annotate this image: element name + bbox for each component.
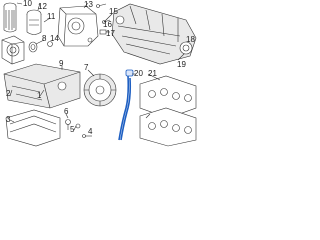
oil-filter-housing bbox=[57, 5, 99, 47]
filter-housing-cap bbox=[26, 9, 42, 35]
intake-gasket bbox=[139, 107, 197, 147]
callout-3: 3 bbox=[6, 115, 11, 124]
oil-cooler-assembly bbox=[1, 35, 25, 65]
oil-pan-upper bbox=[3, 63, 81, 109]
bolt bbox=[96, 3, 107, 8]
leader-lines bbox=[9, 2, 185, 131]
callout-4: 4 bbox=[88, 127, 93, 136]
seal-ring bbox=[28, 41, 38, 53]
callout-19: 19 bbox=[177, 60, 186, 69]
callout-8: 8 bbox=[42, 34, 47, 43]
callout-20: 20 bbox=[134, 69, 143, 78]
callout-9: 9 bbox=[59, 59, 64, 68]
crankshaft-pulley bbox=[83, 73, 117, 107]
callout-6: 6 bbox=[64, 107, 69, 116]
washer bbox=[47, 41, 53, 47]
callout-14: 14 bbox=[50, 34, 59, 43]
intake-manifold-lower bbox=[139, 75, 197, 119]
callout-7: 7 bbox=[84, 63, 89, 72]
oil-dipstick-handle bbox=[125, 69, 134, 77]
callout-12: 12 bbox=[38, 2, 47, 11]
callout-10: 10 bbox=[23, 0, 32, 8]
drain-plug-washer bbox=[75, 123, 81, 129]
callout-21: 21 bbox=[148, 69, 157, 78]
callout-15: 15 bbox=[109, 7, 118, 16]
callout-2: 2 bbox=[6, 89, 11, 98]
bolt bbox=[82, 134, 92, 138]
callout-18: 18 bbox=[186, 35, 195, 44]
callout-numbers: 10 12 13 15 11 16 8 14 17 18 9 7 19 20 2… bbox=[6, 0, 195, 136]
intake-manifold-upper bbox=[111, 3, 197, 65]
callout-1: 1 bbox=[37, 91, 42, 100]
oil-dipstick-tube bbox=[118, 75, 132, 141]
sensor bbox=[99, 29, 110, 35]
oil-filter-cartridge bbox=[3, 2, 17, 33]
callout-13: 13 bbox=[84, 0, 93, 9]
oil-pan-lower bbox=[5, 109, 61, 147]
callout-16: 16 bbox=[103, 20, 112, 29]
callout-5: 5 bbox=[70, 125, 75, 134]
drain-plug bbox=[65, 119, 71, 130]
callout-11: 11 bbox=[47, 12, 56, 21]
callout-17: 17 bbox=[106, 29, 115, 38]
engine-parts-diagram: 10 12 13 15 11 16 8 14 17 18 9 7 19 20 2… bbox=[1, 0, 197, 147]
